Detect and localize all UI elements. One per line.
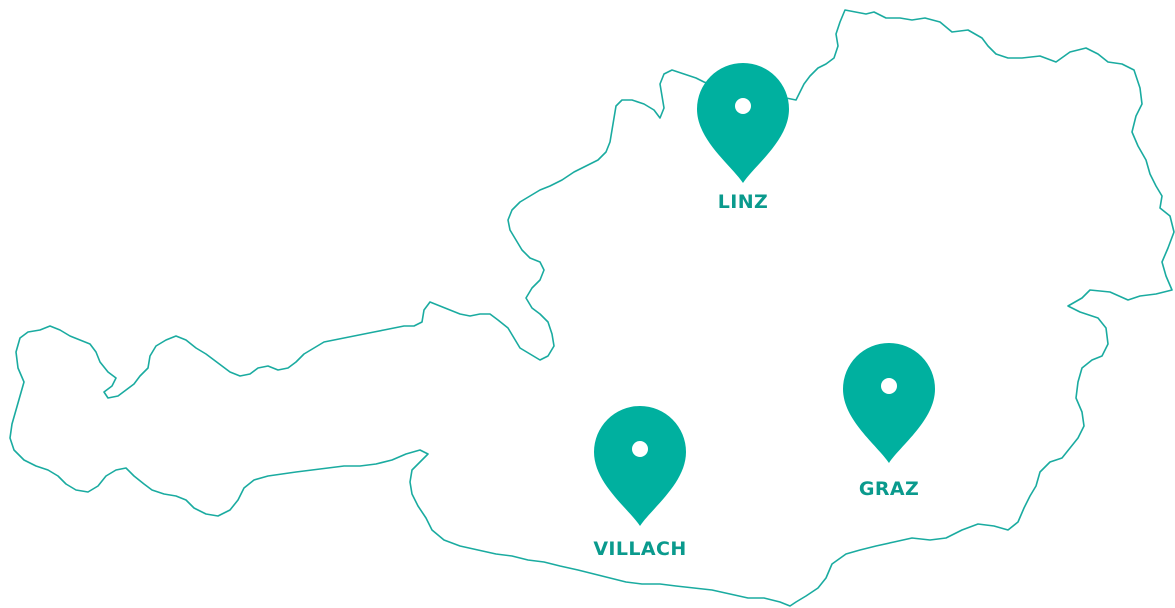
villach-label[interactable]: VILLACH	[593, 538, 686, 560]
villach-map-pin-icon[interactable]	[594, 406, 686, 526]
villach-pin-dot	[632, 441, 648, 457]
country-outline	[9, 9, 1175, 607]
graz-label[interactable]: GRAZ	[859, 478, 919, 500]
villach-pin-shape	[594, 406, 686, 526]
graz-pin-shape	[843, 343, 935, 463]
linz-label[interactable]: LINZ	[718, 191, 768, 213]
linz-map-pin-icon[interactable]	[697, 63, 789, 183]
graz-map-pin-icon[interactable]	[843, 343, 935, 463]
graz-pin-dot	[881, 378, 897, 394]
linz-pin-dot	[735, 98, 751, 114]
linz-pin-shape	[697, 63, 789, 183]
